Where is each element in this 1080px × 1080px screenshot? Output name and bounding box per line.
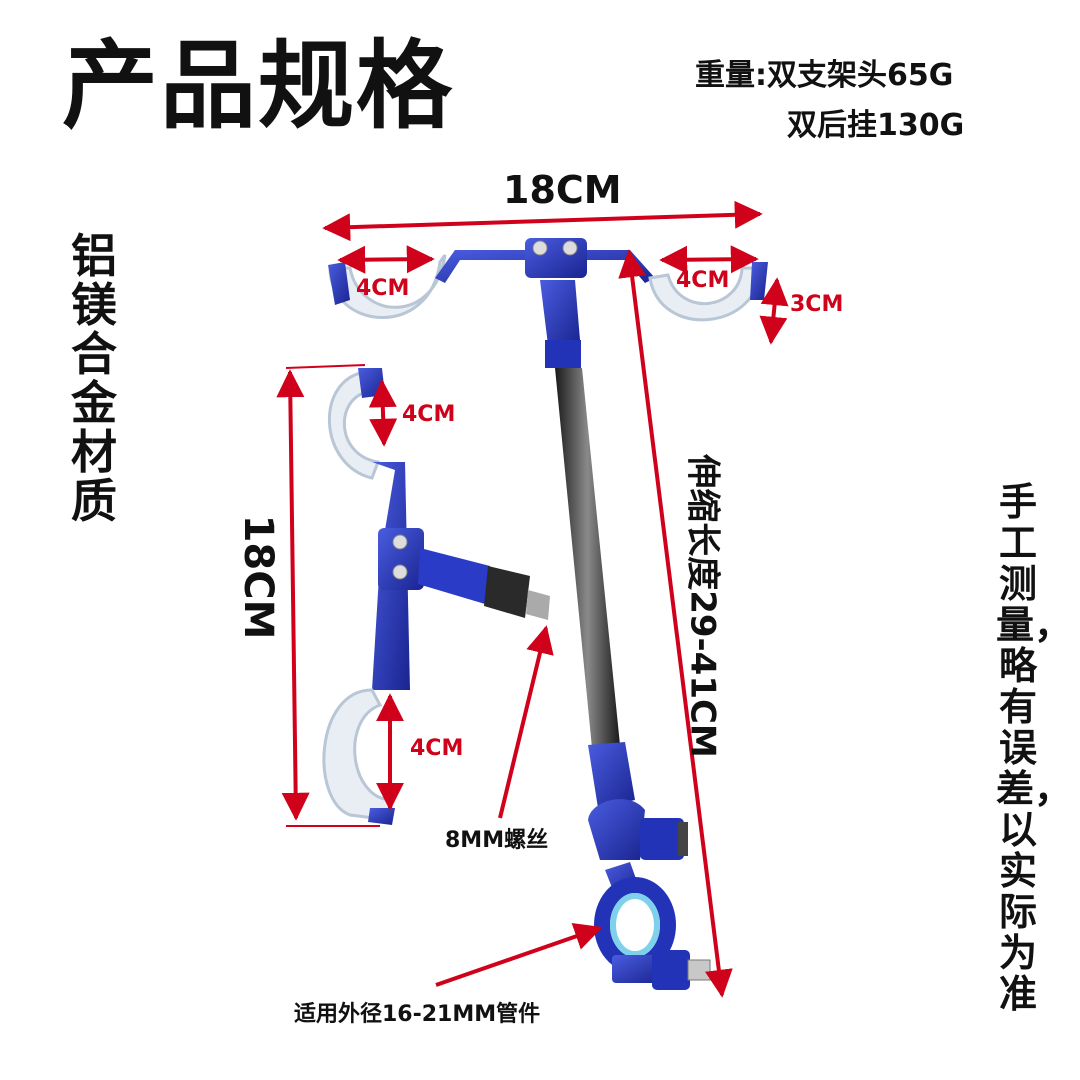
material-label: 铝镁合金材质 (71, 229, 117, 528)
arrow-top-cup-depth (759, 277, 789, 345)
page-title: 产品规格 (62, 30, 454, 142)
top-width-label: 18CM (503, 168, 622, 212)
dimension-arrows (276, 200, 789, 998)
arrow-telescopic (618, 249, 733, 998)
arrow-side-top-cup (368, 379, 398, 447)
pipe-clamp (594, 862, 711, 990)
arrow-side-length (276, 369, 310, 821)
top-left-cup-label: 4CM (356, 276, 410, 301)
arrow-top-width (322, 200, 763, 242)
top-right-cup-label: 4CM (676, 268, 730, 293)
arrow-tube (435, 923, 603, 987)
arrow-top-left-cup (337, 245, 435, 274)
telescopic-pole (540, 280, 688, 860)
weight-line-2: 双后挂130G (787, 108, 965, 143)
arrow-screw (498, 625, 554, 819)
side-length-label: 18CM (235, 514, 281, 640)
tube-label: 适用外径16-21MM管件 (294, 1002, 541, 1027)
side-bottom-cup-label: 4CM (410, 736, 464, 761)
disclaimer-label: 手工测量，略有误差，以实际为准 (996, 480, 1073, 1016)
side-bracket-head (322, 368, 550, 825)
top-cup-depth-label: 3CM (790, 292, 844, 317)
weight-line-1: 重量:双支架头65G (695, 58, 954, 93)
side-top-cup-label: 4CM (402, 402, 456, 427)
arrow-top-right-cup (659, 245, 759, 274)
telescopic-length-label: 伸缩长度29-41CM (682, 454, 723, 758)
screw-label: 8MM螺丝 (445, 828, 549, 853)
